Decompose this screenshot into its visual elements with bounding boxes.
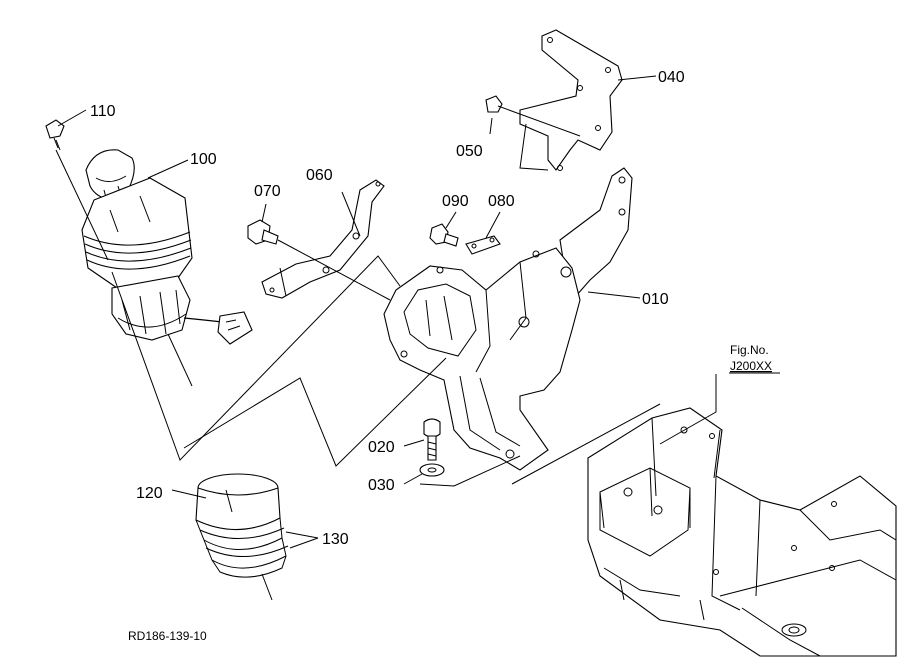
label-040: 040 (658, 69, 685, 86)
label-090: 090 (442, 193, 469, 210)
label-110: 110 (90, 103, 116, 120)
label-130: 130 (322, 531, 349, 548)
part-labels: 010 020 030 040 050 060 070 080 090 100 … (90, 69, 685, 548)
stand-010-drawing (383, 167, 633, 471)
bolt-110-drawing (45, 119, 109, 261)
bracket-060-drawing (261, 179, 385, 299)
washer-030-drawing (419, 463, 445, 477)
label-120: 120 (136, 485, 163, 502)
bellows-120-drawing (195, 473, 287, 578)
leader-lines (57, 75, 717, 549)
bolt-090-drawing (429, 223, 459, 247)
frame-reference-drawing (587, 407, 897, 657)
label-020: 020 (368, 439, 395, 456)
label-060: 060 (306, 167, 333, 184)
plate-080-drawing (465, 235, 501, 255)
label-010: 010 (642, 291, 669, 308)
label-070: 070 (254, 183, 281, 200)
bolt-070-drawing (247, 219, 391, 301)
fig-reference-label: Fig.No. (730, 343, 769, 357)
joystick-lever-drawing (81, 149, 253, 387)
label-050: 050 (456, 143, 483, 160)
clamp-130-drawing (199, 527, 289, 601)
plate-040-drawing (519, 29, 623, 171)
label-030: 030 (368, 477, 395, 494)
fig-reference-number: J200XX (730, 359, 772, 373)
drawing-code: RD186-139-10 (128, 629, 207, 643)
continuation-lines (111, 255, 661, 487)
bolt-050-drawing (485, 95, 581, 137)
bolt-020-drawing (423, 418, 441, 461)
label-080: 080 (488, 193, 515, 210)
label-100: 100 (190, 151, 217, 168)
